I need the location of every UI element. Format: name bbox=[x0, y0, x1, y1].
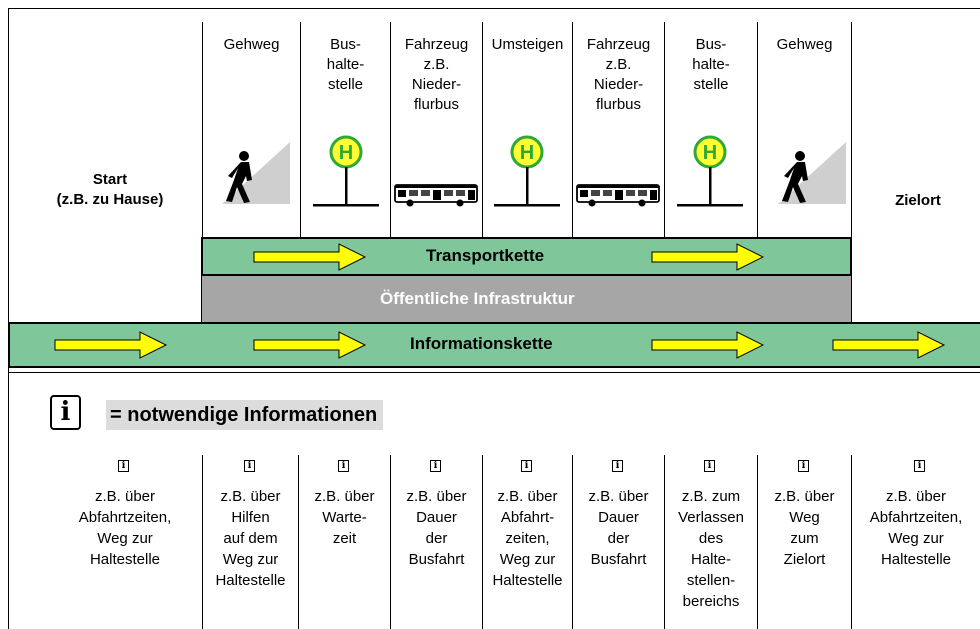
information-arrow bbox=[832, 331, 946, 359]
svg-text:H: H bbox=[339, 142, 353, 164]
info-column-text: z.B. über Abfahrtzeiten, Weg zur Haltest… bbox=[78, 488, 172, 568]
info-icon: i bbox=[704, 460, 715, 472]
end-label: Zielort bbox=[895, 192, 941, 209]
bus-stop-sign-icon: H bbox=[494, 135, 560, 207]
legend-text: = notwendige Informationen bbox=[106, 400, 384, 430]
bus-stop-sign-icon: H bbox=[313, 135, 379, 207]
info-icon: i bbox=[118, 460, 129, 472]
info-column-divider bbox=[572, 455, 573, 629]
info-icon: i bbox=[521, 460, 532, 472]
info-column-divider bbox=[482, 455, 483, 629]
transport-arrow bbox=[651, 243, 765, 271]
info-icon: i bbox=[612, 460, 623, 472]
stage-divider bbox=[390, 22, 391, 238]
information-arrow bbox=[253, 331, 367, 359]
information-chain-band bbox=[8, 322, 980, 368]
svg-text:H: H bbox=[703, 142, 717, 164]
stage-divider bbox=[482, 22, 483, 238]
svg-text:H: H bbox=[520, 142, 534, 164]
frame-left-border bbox=[8, 8, 9, 629]
info-column-divider bbox=[664, 455, 665, 629]
info-icon: i bbox=[244, 460, 255, 472]
info-column-text: z.B. über Hilfen auf dem Weg zur Haltest… bbox=[215, 488, 286, 589]
info-icon: i bbox=[338, 460, 349, 472]
low-floor-bus-icon bbox=[394, 184, 478, 207]
stage-label: Bus- halte- stelle bbox=[692, 36, 730, 93]
info-column-divider bbox=[298, 455, 299, 629]
start-label: Start (z.B. zu Hause) bbox=[56, 171, 164, 208]
walking-person-icon bbox=[222, 142, 290, 204]
stage-label: Bus- halte- stelle bbox=[326, 36, 365, 93]
frame-divider bbox=[8, 372, 980, 373]
info-column-text: z.B. über Warte- zeit bbox=[314, 488, 375, 547]
info-column-text: z.B. über Abfahrt- zeiten, Weg zur Halte… bbox=[492, 488, 563, 589]
walking-person-icon bbox=[778, 142, 846, 204]
info-icon: i bbox=[798, 460, 809, 472]
info-icon: i bbox=[430, 460, 441, 472]
information-arrow bbox=[54, 331, 168, 359]
information-chain-label: Informationskette bbox=[410, 334, 553, 353]
info-column-text: z.B. über Abfahrtzeiten, Weg zur Haltest… bbox=[869, 488, 963, 568]
info-column-divider bbox=[202, 455, 203, 629]
stage-label: Fahrzeug z.B. Nieder- flurbus bbox=[586, 36, 651, 113]
stage-label: Gehweg bbox=[776, 36, 833, 53]
info-legend-icon: i bbox=[50, 395, 81, 430]
info-icon: i bbox=[914, 460, 925, 472]
stage-label: Fahrzeug z.B. Nieder- flurbus bbox=[404, 36, 469, 113]
info-column-divider bbox=[757, 455, 758, 629]
stage-divider bbox=[851, 22, 852, 238]
infrastructure-label: Öffentliche Infrastruktur bbox=[380, 289, 575, 308]
stage-label: Umsteigen bbox=[491, 36, 564, 53]
info-column-text: z.B. über Dauer der Busfahrt bbox=[588, 488, 649, 568]
information-arrow bbox=[651, 331, 765, 359]
stage-divider bbox=[300, 22, 301, 238]
info-column-text: z.B. über Weg zum Zielort bbox=[774, 488, 835, 568]
transport-arrow bbox=[253, 243, 367, 271]
stage-label: Gehweg bbox=[223, 36, 280, 53]
bus-stop-sign-icon: H bbox=[677, 135, 743, 207]
low-floor-bus-icon bbox=[576, 184, 660, 207]
stage-divider bbox=[572, 22, 573, 238]
stage-divider bbox=[202, 22, 203, 238]
info-column-divider bbox=[390, 455, 391, 629]
info-column-divider bbox=[851, 455, 852, 629]
info-column-text: z.B. zum Verlassen des Halte- stellen- b… bbox=[678, 488, 744, 610]
stage-divider bbox=[757, 22, 758, 238]
info-column-text: z.B. über Dauer der Busfahrt bbox=[406, 488, 467, 568]
frame-top-border bbox=[8, 8, 980, 9]
stage-divider bbox=[664, 22, 665, 238]
transport-chain-label: Transportkette bbox=[426, 246, 545, 265]
